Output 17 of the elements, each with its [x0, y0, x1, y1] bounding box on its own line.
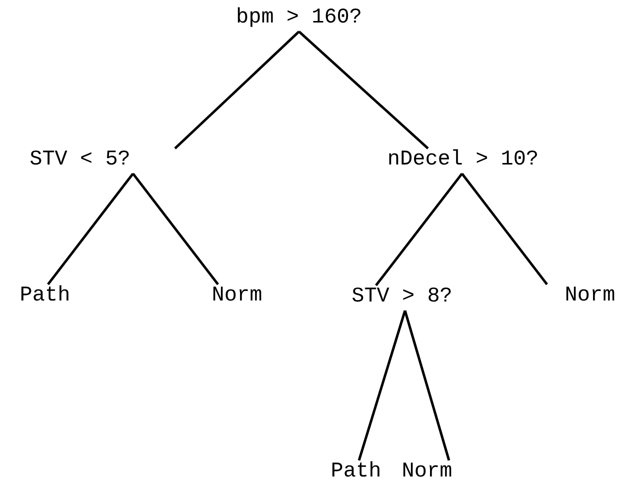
tree-branch — [132, 172, 219, 286]
tree-branch — [461, 172, 548, 286]
tree-branch — [375, 172, 463, 286]
decision-label: nDecel > 10? — [387, 147, 539, 173]
decision-label: Path — [20, 283, 70, 309]
decision-label: Path — [330, 459, 382, 485]
tree-branch — [358, 310, 406, 461]
decision-label: STV > 8? — [352, 284, 452, 310]
tree-branch — [174, 30, 300, 150]
decision-label: STV < 5? — [30, 147, 130, 173]
tree-branch — [298, 30, 429, 150]
decision-label: Norm — [402, 459, 452, 485]
decision-label: Norm — [564, 283, 616, 309]
tree-branch — [404, 310, 450, 461]
tree-branch — [47, 172, 134, 286]
decision-label: bpm > 160? — [236, 5, 362, 31]
decision-label: Norm — [212, 283, 262, 309]
